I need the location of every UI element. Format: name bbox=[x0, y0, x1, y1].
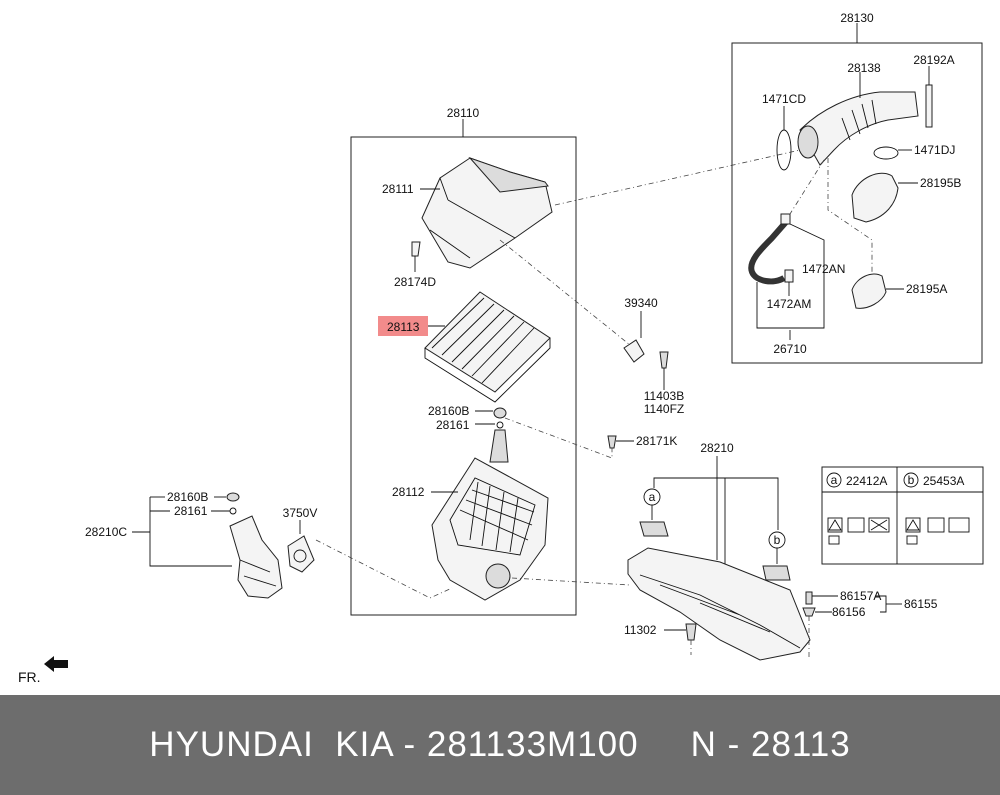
hose-end bbox=[797, 125, 819, 159]
hose-fitting-2 bbox=[784, 269, 794, 283]
label-28161: 28161 bbox=[436, 418, 470, 432]
legend-a-circle bbox=[826, 472, 842, 488]
label-3750V: 3750V bbox=[283, 506, 318, 520]
label-28112: 28112 bbox=[392, 485, 425, 499]
front-indicator: FR. bbox=[18, 656, 68, 685]
label-26710: 26710 bbox=[773, 342, 807, 356]
pin bbox=[925, 84, 933, 128]
label-1472AM: 1472AM bbox=[767, 297, 812, 311]
label-28161-left: 28161 bbox=[174, 504, 208, 518]
callout-a-letter: a bbox=[649, 490, 656, 504]
bushing bbox=[496, 421, 504, 429]
warning-icon bbox=[827, 517, 843, 533]
air-cleaner-body bbox=[431, 457, 549, 601]
nut bbox=[802, 607, 816, 617]
warning-icon-b bbox=[905, 517, 921, 533]
no-touch-icon bbox=[868, 517, 890, 533]
duct-group: 28210 a b 11302 86157A 86156 86155 bbox=[511, 441, 938, 661]
hose-clamp bbox=[776, 129, 792, 171]
label-28210: 28210 bbox=[700, 441, 734, 455]
warning-label-legend: a 22412A b 25453A bbox=[821, 466, 984, 565]
label-1140FZ: 1140FZ bbox=[644, 402, 684, 416]
label-28171K: 28171K bbox=[636, 434, 677, 448]
air-cleaner-group: 28110 28111 28174D 28113 28160B 28161 28… bbox=[350, 106, 577, 616]
fastener bbox=[805, 591, 813, 605]
label-28111: 28111 bbox=[382, 182, 414, 196]
highlight-28113 bbox=[378, 316, 428, 336]
front-label: FR. bbox=[18, 669, 41, 685]
label-28192A: 28192A bbox=[913, 53, 954, 67]
footer-bar: HYUNDAI KIA - 281133M100 N - 28113 bbox=[0, 695, 1000, 795]
label-28160B: 28160B bbox=[428, 404, 469, 418]
small-clamp bbox=[873, 146, 899, 160]
inlet-group: 28160B 28161 28210C 3750V bbox=[85, 490, 453, 599]
legend-a-letter: a bbox=[831, 473, 838, 487]
legend-a-code: 22412A bbox=[846, 474, 887, 488]
label-28138: 28138 bbox=[847, 61, 881, 75]
label-86155: 86155 bbox=[904, 597, 938, 611]
parts-diagram: 28130 28138 28192A 1471CD 1471DJ 28195B … bbox=[18, 11, 984, 685]
inlet-resonator bbox=[229, 515, 283, 599]
book-icon-b bbox=[906, 535, 918, 545]
label-1472AN: 1472AN bbox=[802, 262, 845, 276]
legend-b-letter: b bbox=[908, 473, 915, 487]
resonator-upper bbox=[851, 172, 899, 223]
intake-hose bbox=[799, 91, 919, 166]
bolt bbox=[659, 351, 669, 369]
outlet-port bbox=[485, 563, 511, 589]
legend-b-circle bbox=[903, 472, 919, 488]
hose-fitting bbox=[780, 213, 791, 225]
hand-icon bbox=[847, 517, 865, 533]
footer-part-number: HYUNDAI KIA - 281133M100 bbox=[149, 725, 639, 764]
label-11403B: 11403B bbox=[644, 389, 684, 403]
label-86156: 86156 bbox=[832, 605, 866, 619]
label-28110: 28110 bbox=[447, 106, 480, 120]
clip bbox=[607, 435, 617, 449]
bushing-left bbox=[229, 507, 237, 515]
label-sticker-a bbox=[639, 521, 669, 537]
sensor-group: 39340 11403B 1140FZ bbox=[499, 239, 684, 416]
label-28174D: 28174D bbox=[394, 275, 436, 289]
battery-icon bbox=[948, 517, 970, 533]
label-28210C: 28210C bbox=[85, 525, 127, 539]
callout-b-letter: b bbox=[774, 533, 781, 547]
label-28130: 28130 bbox=[840, 11, 874, 25]
footer-ref-number: N - 28113 bbox=[690, 725, 851, 764]
air-flow-sensor bbox=[287, 535, 315, 573]
clip-group: 28171K bbox=[504, 417, 677, 459]
temp-icon bbox=[927, 517, 945, 533]
label-28195A: 28195A bbox=[906, 282, 947, 296]
label-86157A: 86157A bbox=[840, 589, 881, 603]
duct-bolt bbox=[685, 623, 697, 641]
grommet bbox=[493, 407, 507, 419]
label-28160B-left: 28160B bbox=[167, 490, 208, 504]
label-28113: 28113 bbox=[387, 320, 420, 334]
resonator-lower bbox=[851, 273, 887, 309]
intake-hose-group: 28130 28138 28192A 1471CD 1471DJ 28195B … bbox=[731, 11, 983, 364]
label-1471CD: 1471CD bbox=[762, 92, 806, 106]
bracket bbox=[411, 241, 421, 257]
sensor bbox=[623, 339, 645, 363]
grommet-left bbox=[226, 492, 240, 502]
body-stud bbox=[489, 429, 509, 463]
label-1471DJ: 1471DJ bbox=[914, 143, 955, 157]
book-icon-a bbox=[828, 535, 840, 545]
label-sticker-b bbox=[762, 565, 791, 581]
label-39340: 39340 bbox=[624, 296, 658, 310]
legend-b-code: 25453A bbox=[923, 474, 964, 488]
label-28195B: 28195B bbox=[920, 176, 961, 190]
front-arrow-icon bbox=[44, 656, 68, 672]
breather-hose bbox=[748, 220, 789, 285]
label-11302: 11302 bbox=[624, 623, 657, 637]
